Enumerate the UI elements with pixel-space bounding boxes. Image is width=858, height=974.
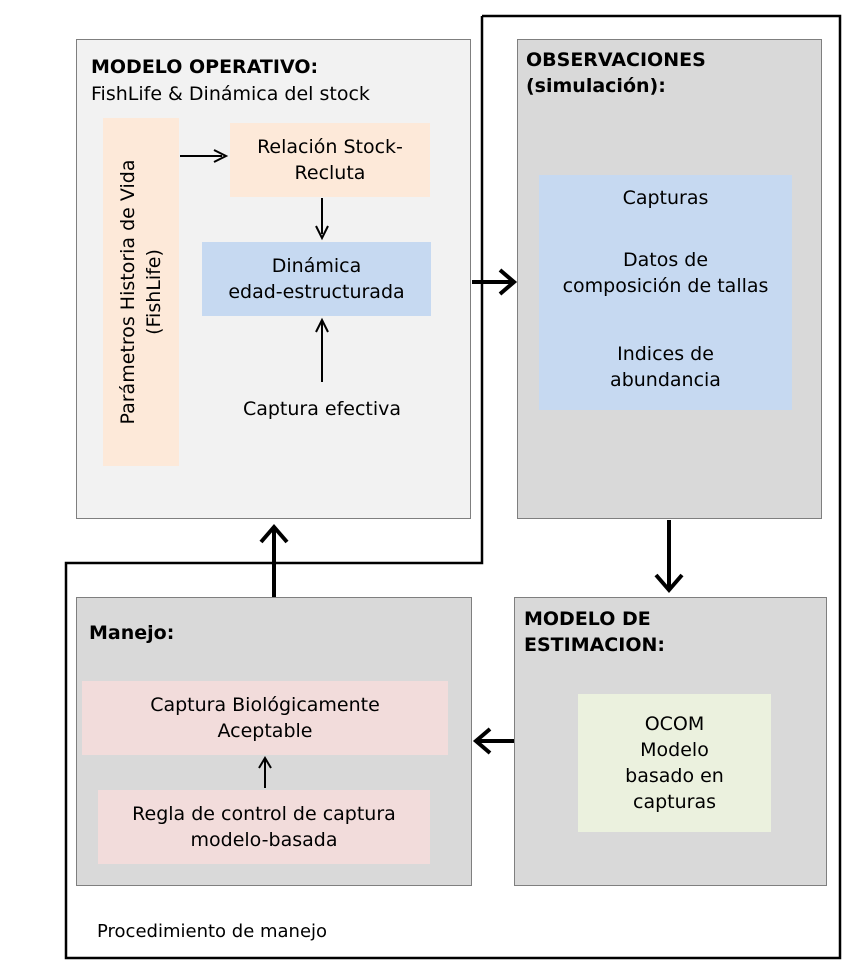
abc-line2: Aceptable <box>217 720 313 742</box>
obs-abundance-indices: Indices de abundancia <box>539 341 792 393</box>
arrow-hcr-to-abc-head <box>258 756 272 769</box>
operating-model-title: MODELO OPERATIVO: <box>91 56 319 78</box>
harvest-control-rule-box: Regla de control de captura modelo-basad… <box>98 790 430 864</box>
hcr-line1: Regla de control de captura <box>132 803 396 825</box>
arrow-lifehistory-to-sr-head <box>213 149 229 163</box>
arrow-sr-to-dynamics-head <box>315 225 329 241</box>
management-title: Manejo: <box>89 622 175 644</box>
arrow-operating-to-observations-head <box>498 268 518 296</box>
ocom-line1: OCOM <box>644 713 705 735</box>
obs-length-composition: Datos de composición de tallas <box>539 247 792 299</box>
obs-length-line1: Datos de <box>622 249 709 271</box>
operating-model-subtitle: FishLife & Dinámica del stock <box>91 83 370 105</box>
arrow-catch-to-dynamics-head <box>315 317 329 333</box>
obs-abundance-line2: abundancia <box>610 369 721 391</box>
observations-title-line1: OBSERVACIONES <box>526 49 706 71</box>
estimation-title-line1: MODELO DE <box>524 608 651 630</box>
stock-recruit-line1: Relación Stock- <box>257 136 403 158</box>
stock-recruit-line2: Recluta <box>294 162 366 184</box>
estimation-model-title: MODELO DE ESTIMACION: <box>524 606 665 658</box>
observations-title: OBSERVACIONES (simulación): <box>526 47 706 99</box>
procedure-label: Procedimiento de manejo <box>97 921 328 942</box>
obs-length-line2: composición de tallas <box>562 275 769 297</box>
life-history-params-box: Parámetros Historia de Vida (FishLife) <box>103 118 179 466</box>
dynamics-line2: edad-estructurada <box>228 281 405 303</box>
arrow-management-to-operating-head <box>259 523 289 544</box>
obs-abundance-line1: Indices de <box>617 343 714 365</box>
dynamics-line1: Dinámica <box>271 255 362 277</box>
estimation-title-line2: ESTIMACION: <box>524 634 665 656</box>
procedure-outline-line <box>64 14 842 960</box>
observations-title-line2: (simulación): <box>526 75 666 97</box>
abc-line1: Captura Biológicamente <box>150 694 380 716</box>
obs-catches: Capturas <box>622 187 709 209</box>
arrow-observations-to-estimation-head <box>654 573 684 594</box>
ocom-line4: capturas <box>633 791 716 813</box>
age-structured-dynamics-box: Dinámica edad-estructurada <box>202 242 431 316</box>
effective-catch-label: Captura efectiva <box>242 398 402 420</box>
ocom-line2: Modelo <box>640 739 709 761</box>
observations-data-box: Capturas Datos de composición de tallas … <box>539 175 792 410</box>
stock-recruit-box: Relación Stock- Recluta <box>230 123 430 197</box>
ocom-box: OCOM Modelo basado en capturas <box>578 694 771 832</box>
arrow-estimation-to-management-head <box>472 727 492 755</box>
abc-box: Captura Biológicamente Aceptable <box>82 681 448 755</box>
hcr-line2: modelo-basada <box>190 829 338 851</box>
ocom-line3: basado en <box>625 765 724 787</box>
